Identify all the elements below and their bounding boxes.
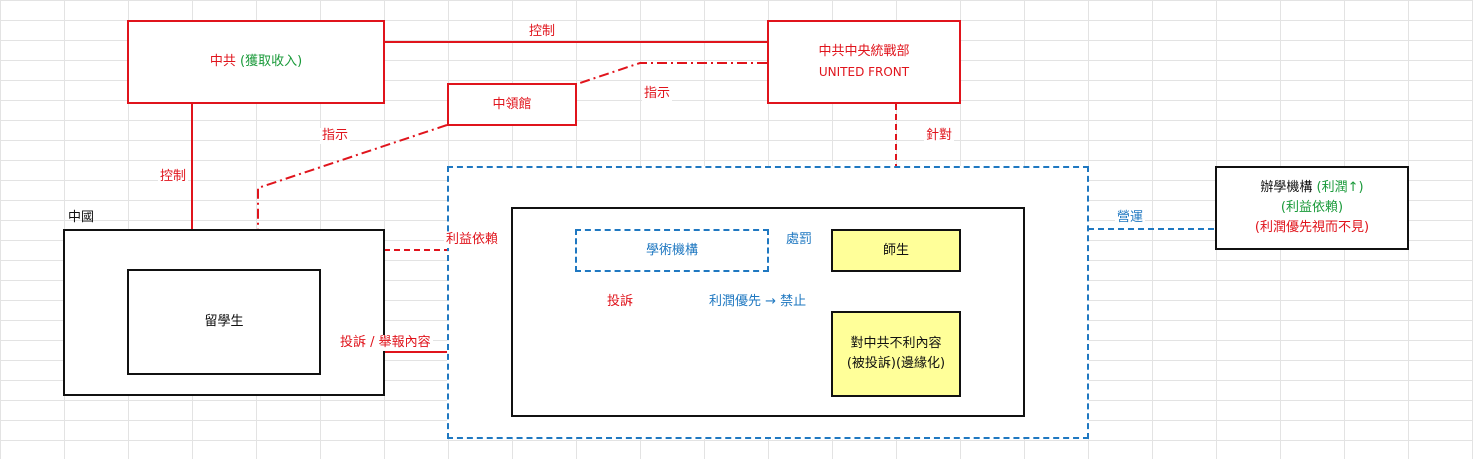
ufwd-sub: UNITED FRONT xyxy=(818,65,910,79)
student-name: 留學生 xyxy=(204,314,244,329)
operator-line1-wrap: 辦學機構 (利潤↑) xyxy=(1260,178,1363,198)
edge-label-operator: 營運 xyxy=(1115,210,1146,226)
edge-label-ufwd-faculty: 針對 xyxy=(924,128,955,144)
content-line1: 對中共不利內容 xyxy=(850,336,942,351)
student-box: 留學生 xyxy=(127,269,321,375)
ufwd-box: 中共中央統戰部 UNITED FRONT xyxy=(767,20,961,104)
edge-label-ccp-ufwd: 控制 xyxy=(527,24,558,40)
operator-line3: (利潤優先視而不見) xyxy=(1254,220,1370,235)
content-line2: (被投訴)(邊緣化) xyxy=(846,356,946,371)
ccp-label: 中共 (獲取收入) xyxy=(210,52,302,72)
edge-label-academic-faculty: 處罰 xyxy=(784,232,815,248)
faculty-name: 師生 xyxy=(882,242,909,258)
consulate-box: 中領館 xyxy=(447,83,577,126)
operator-box: 辦學機構 (利潤↑) (利益依賴) (利潤優先視而不見) xyxy=(1215,166,1409,250)
operator-line1-note: (利潤↑) xyxy=(1316,180,1364,195)
ccp-name: 中共 xyxy=(209,54,236,69)
ccp-note: (獲取收入) xyxy=(240,54,303,69)
ccp-box: 中共 (獲取收入) xyxy=(127,20,385,104)
academic-name: 學術機構 xyxy=(645,242,698,258)
academic-box: 學術機構 xyxy=(575,229,769,272)
faculty-box: 師生 xyxy=(831,229,961,272)
operator-line1: 辦學機構 xyxy=(1260,180,1313,195)
operator-line2: (利益依賴) xyxy=(1280,200,1344,215)
edge-label-academic-content: 利潤優先 → 禁止 xyxy=(707,294,809,310)
edge-label-student-complaint: 投訴 xyxy=(605,294,636,310)
line-consulate-student xyxy=(257,124,448,270)
edge-label-ufwd-consulate: 指示 xyxy=(642,86,673,102)
consulate-name: 中領館 xyxy=(492,96,532,112)
content-box: 對中共不利內容 (被投訴)(邊緣化) xyxy=(831,311,961,397)
line-ufwd-consulate xyxy=(576,62,767,85)
ufwd-name: 中共中央統戰部 xyxy=(818,44,910,59)
edge-label-student-report: 投訴 / 舉報內容 xyxy=(338,335,433,351)
edge-label-consulate-student: 指示 xyxy=(320,128,351,144)
edge-label-china-academic: 利益依賴 xyxy=(444,232,501,248)
edge-label-ccp-student: 控制 xyxy=(158,169,189,185)
china-title: 中國 xyxy=(68,210,95,225)
